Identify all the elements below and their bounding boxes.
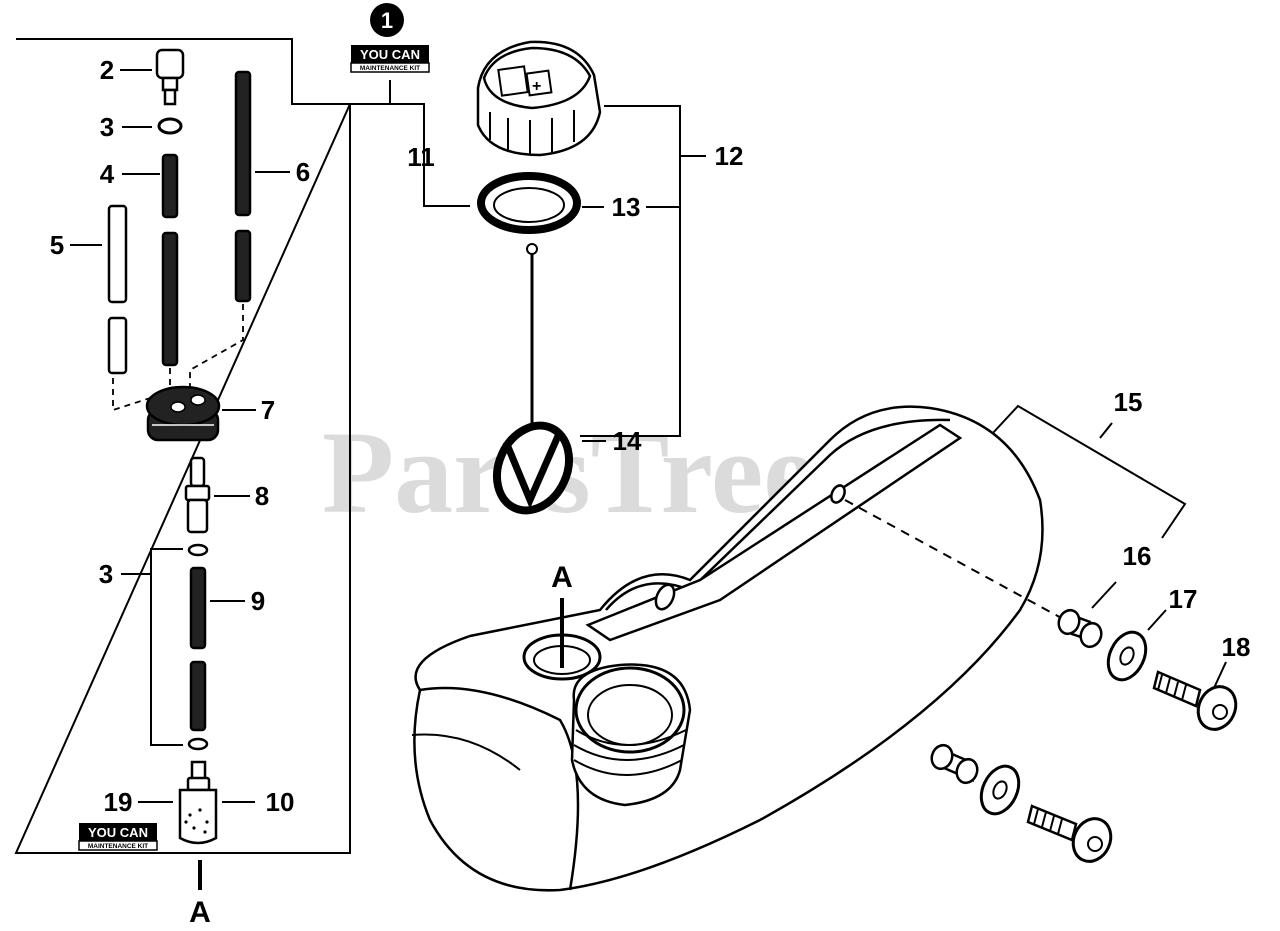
label-17: 17 (1169, 584, 1198, 614)
part-9-hose[interactable] (189, 566, 207, 732)
label-4: 4 (100, 159, 115, 189)
part-5-tube[interactable] (107, 204, 128, 375)
label-13: 13 (612, 192, 641, 222)
part-3-oring-upper[interactable] (187, 543, 209, 557)
maintenance-kit-badge-bottom[interactable]: YOU CAN MAINTENANCE KIT (78, 823, 158, 851)
part-12-fuel-cap[interactable]: + (476, 40, 602, 157)
label-3-bottom: 3 (99, 559, 113, 589)
kit-frame (14, 38, 390, 854)
label-7: 7 (261, 395, 275, 425)
part-14-tether[interactable] (484, 243, 583, 522)
leader-11 (390, 103, 470, 207)
label-9: 9 (251, 586, 265, 616)
label-5: 5 (50, 230, 64, 260)
part-16-spacer[interactable] (1055, 607, 1104, 649)
label-18: 18 (1222, 632, 1251, 662)
label-8: 8 (255, 481, 269, 511)
label-15: 15 (1114, 387, 1143, 417)
bracket-15 (991, 404, 1187, 539)
section-a-label-left: A (189, 896, 211, 929)
svg-text:YOU CAN: YOU CAN (360, 47, 420, 62)
label-10: 10 (266, 787, 295, 817)
part-10-fuel-filter[interactable] (178, 760, 218, 845)
bracket-12 (580, 105, 681, 437)
label-2: 2 (100, 55, 114, 85)
fuel-tank[interactable] (411, 405, 1044, 892)
label-6: 6 (296, 157, 310, 187)
lower-spacer[interactable] (928, 742, 980, 785)
svg-text:YOU CAN: YOU CAN (88, 825, 148, 840)
part-2-plug[interactable] (155, 48, 185, 106)
label-16: 16 (1123, 541, 1152, 571)
lower-screw[interactable] (1026, 804, 1118, 868)
part-8-fitting[interactable] (184, 456, 211, 534)
assembly-dashed-line (844, 499, 1066, 621)
svg-text:1: 1 (381, 8, 393, 33)
part-3-oring-top[interactable] (157, 117, 183, 135)
lower-washer[interactable] (974, 760, 1026, 820)
part-4-hose[interactable] (161, 153, 179, 367)
label-12: 12 (715, 141, 744, 171)
part-6-hose[interactable] (234, 70, 252, 303)
callout-1[interactable]: 1 (370, 3, 404, 37)
part-7-grommet[interactable] (145, 385, 221, 442)
label-11: 11 (407, 142, 435, 172)
svg-text:MAINTENANCE KIT: MAINTENANCE KIT (360, 65, 420, 72)
part-3-oring-lower[interactable] (187, 737, 209, 751)
section-a-label-right: A (551, 561, 573, 594)
bracket-3 (150, 548, 183, 746)
label-3-top: 3 (100, 112, 114, 142)
svg-text:+: + (532, 78, 541, 95)
maintenance-kit-badge-top[interactable]: YOU CAN MAINTENANCE KIT (350, 45, 430, 73)
part-17-washer[interactable] (1101, 626, 1153, 686)
part-18-screw[interactable] (1152, 670, 1243, 736)
label-19: 19 (104, 787, 133, 817)
label-14: 14 (613, 426, 642, 456)
svg-text:MAINTENANCE KIT: MAINTENANCE KIT (88, 843, 148, 850)
part-13-gasket[interactable] (477, 172, 581, 234)
